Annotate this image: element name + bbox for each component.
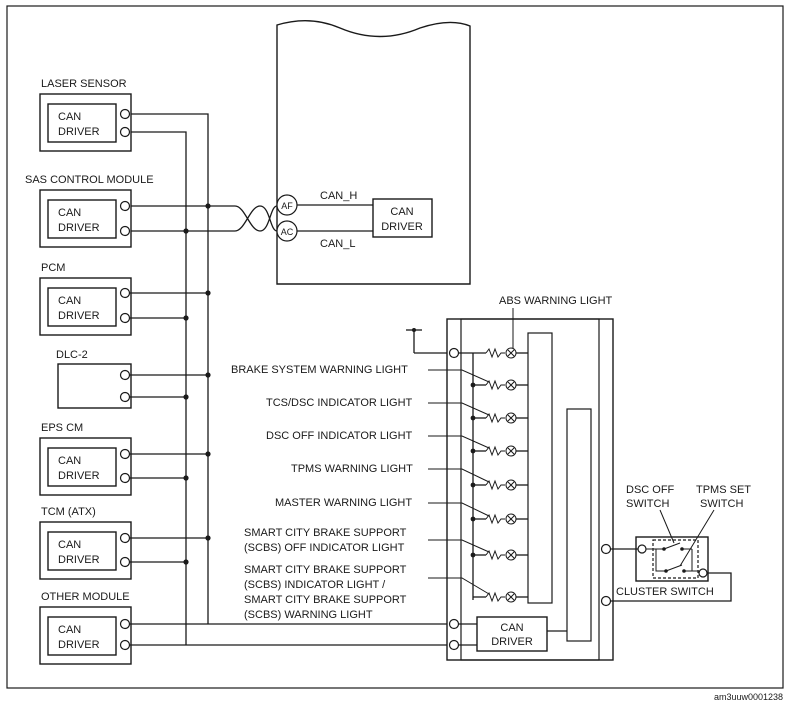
cluster-bar-1: [527, 332, 553, 604]
dsc-off-switch-line2: SWITCH: [626, 498, 669, 510]
tpms-set-switch-line2: SWITCH: [700, 498, 743, 510]
main-can-driver-line2: DRIVER: [381, 221, 423, 233]
svg-text:DRIVER: DRIVER: [58, 222, 100, 234]
lamp-row-abs: [485, 347, 528, 359]
abs-warning-light-label: ABS WARNING LIGHT: [499, 295, 613, 307]
main-unit-body: [276, 19, 471, 285]
main-can-driver-line1: CAN: [390, 206, 413, 218]
svg-text:LASER SENSOR: LASER SENSOR: [41, 78, 127, 90]
diagram-frame: [6, 5, 784, 689]
module-eps-cm: EPS CM CAN DRIVER: [39, 422, 211, 496]
svg-text:SAS CONTROL MODULE: SAS CONTROL MODULE: [25, 174, 154, 186]
label-scbs-line4: (SCBS) WARNING LIGHT: [244, 609, 373, 621]
cluster-switch-label: CLUSTER SWITCH: [616, 586, 714, 598]
lamp-row-scbs-off: [470, 549, 528, 561]
twisted-pair-symbol: [234, 205, 278, 232]
svg-text:DLC-2: DLC-2: [56, 349, 88, 361]
terminal-af: AF: [276, 194, 298, 216]
laser-can-l-wire: [131, 131, 187, 231]
module-pcm: PCM CAN DRIVER: [39, 262, 211, 336]
label-scbs-line1: SMART CITY BRAKE SUPPORT: [244, 564, 407, 576]
module-dlc2: DLC-2: [56, 349, 211, 409]
dsc-off-switch-contact: [646, 542, 692, 551]
tpms-set-switch-line1: TPMS SET: [696, 484, 751, 496]
label-tpms-warning: TPMS WARNING LIGHT: [291, 463, 413, 475]
laser-can-h-wire: [131, 113, 209, 206]
module-laser-sensor: LASER SENSOR CAN DRIVER: [39, 78, 132, 152]
svg-text:DRIVER: DRIVER: [58, 470, 100, 482]
cluster-can-driver-box: [476, 616, 548, 652]
svg-text:CAN: CAN: [58, 624, 81, 636]
svg-text:DRIVER: DRIVER: [58, 554, 100, 566]
svg-text:CAN: CAN: [58, 111, 81, 123]
svg-text:CAN: CAN: [58, 207, 81, 219]
lamp-row-brake: [470, 379, 528, 391]
svg-text:DRIVER: DRIVER: [58, 639, 100, 651]
label-master-warning: MASTER WARNING LIGHT: [275, 497, 412, 509]
instrument-cluster-outer: [446, 318, 614, 661]
main-can-driver-box: [372, 198, 433, 238]
label-dsc-off-indicator: DSC OFF INDICATOR LIGHT: [266, 430, 413, 442]
label-scbs-off-line2: (SCBS) OFF INDICATOR LIGHT: [244, 542, 405, 554]
label-brake-system: BRAKE SYSTEM WARNING LIGHT: [231, 364, 408, 376]
svg-text:PCM: PCM: [41, 262, 65, 274]
lamp-row-scbs: [473, 591, 528, 603]
svg-text:TCM (ATX): TCM (ATX): [41, 506, 96, 518]
tpms-set-switch-contact: [655, 549, 699, 573]
cluster-can-driver-line1: CAN: [500, 622, 523, 634]
svg-text:OTHER MODULE: OTHER MODULE: [41, 591, 130, 603]
svg-text:CAN: CAN: [58, 455, 81, 467]
svg-text:CAN: CAN: [58, 539, 81, 551]
cluster-switch-box: [635, 536, 709, 582]
module-other: OTHER MODULE CAN DRIVER: [39, 591, 132, 665]
svg-text:CAN: CAN: [58, 295, 81, 307]
can-l-label: CAN_L: [320, 238, 355, 250]
svg-text:EPS CM: EPS CM: [41, 422, 83, 434]
label-scbs-line3: SMART CITY BRAKE SUPPORT: [244, 594, 407, 606]
cluster-bar-2: [566, 408, 592, 642]
cluster-switch-inner: [652, 539, 699, 579]
lamp-row-tcs: [470, 412, 528, 424]
lamp-row-tpms: [470, 479, 528, 491]
ground-symbol: [406, 328, 447, 354]
cluster-can-driver-line2: DRIVER: [491, 636, 533, 648]
label-scbs-line2: (SCBS) INDICATOR LIGHT /: [244, 579, 386, 591]
svg-text:AF: AF: [281, 201, 293, 211]
dsc-off-switch-line1: DSC OFF: [626, 484, 675, 496]
label-tcs-dsc: TCS/DSC INDICATOR LIGHT: [266, 397, 413, 409]
can-h-label: CAN_H: [320, 190, 357, 202]
module-tcm-atx: TCM (ATX) CAN DRIVER: [39, 506, 211, 580]
svg-text:DRIVER: DRIVER: [58, 310, 100, 322]
label-scbs-off-line1: SMART CITY BRAKE SUPPORT: [244, 527, 407, 539]
terminal-ac: AC: [276, 220, 298, 242]
lamp-row-master: [470, 513, 528, 525]
module-sas-control: SAS CONTROL MODULE CAN DRIVER: [25, 174, 154, 248]
svg-text:AC: AC: [281, 227, 294, 237]
instrument-cluster-inner: [460, 318, 600, 661]
lamp-row-dsc-off: [470, 445, 528, 457]
figure-id: am3uuw0001238: [714, 692, 783, 702]
svg-text:DRIVER: DRIVER: [58, 126, 100, 138]
